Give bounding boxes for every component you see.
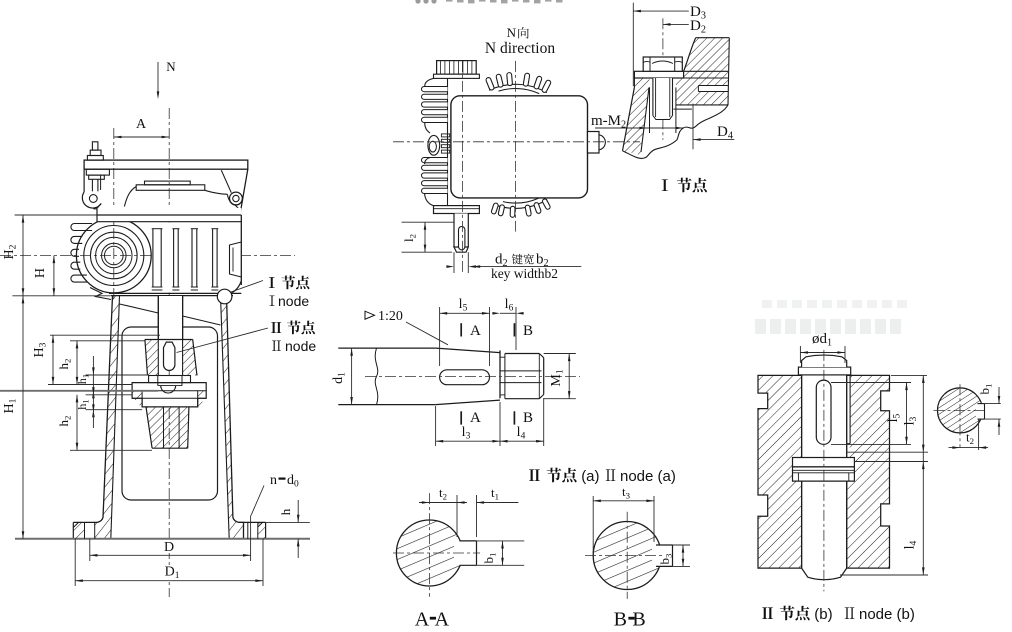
- svg-text:A: A: [470, 323, 481, 339]
- svg-text:t1: t1: [491, 485, 499, 502]
- svg-text:b1: b1: [481, 553, 498, 564]
- svg-text:key widthb2: key widthb2: [491, 266, 558, 281]
- svg-text:N direction: N direction: [485, 40, 555, 57]
- svg-text:t2: t2: [966, 430, 974, 447]
- svg-text:A: A: [415, 609, 430, 631]
- svg-text:N: N: [166, 59, 176, 74]
- svg-text:B: B: [523, 410, 533, 426]
- svg-text:l4: l4: [903, 540, 920, 549]
- svg-text:b1: b1: [977, 384, 994, 395]
- svg-text:A: A: [136, 117, 147, 132]
- svg-text:(a): (a): [581, 468, 599, 485]
- svg-text:h1: h1: [75, 374, 91, 384]
- svg-text:l6: l6: [505, 297, 514, 314]
- svg-text:D: D: [164, 540, 174, 555]
- svg-text:l5: l5: [459, 297, 468, 314]
- svg-text:(b): (b): [814, 606, 832, 623]
- svg-text:l5: l5: [886, 413, 903, 422]
- svg-text:A: A: [435, 609, 450, 631]
- svg-text:l2: l2: [401, 234, 418, 242]
- svg-text:l3: l3: [903, 416, 920, 425]
- svg-text:h2: h2: [56, 416, 73, 427]
- svg-text:B: B: [632, 609, 645, 631]
- svg-text:H: H: [33, 268, 48, 278]
- svg-text:node: node: [278, 293, 309, 309]
- svg-text:B: B: [523, 323, 533, 339]
- svg-text:b3: b3: [657, 553, 674, 565]
- svg-text:N: N: [507, 25, 517, 40]
- svg-text:B: B: [614, 609, 627, 631]
- svg-text:l4: l4: [517, 425, 526, 442]
- svg-text:n: n: [270, 473, 277, 488]
- svg-text:A: A: [470, 410, 481, 426]
- svg-text:node: node: [285, 338, 316, 354]
- svg-text:t2: t2: [439, 485, 447, 502]
- svg-text:node (b): node (b): [859, 606, 915, 623]
- svg-text:h2: h2: [56, 359, 73, 370]
- svg-text:l3: l3: [462, 425, 471, 442]
- svg-text:node (a): node (a): [620, 468, 676, 485]
- svg-text:h1: h1: [75, 399, 91, 409]
- svg-text:t3: t3: [622, 484, 631, 501]
- svg-text:1:20: 1:20: [378, 309, 403, 324]
- svg-text:m-M2: m-M2: [591, 113, 626, 131]
- svg-text:h: h: [278, 508, 293, 515]
